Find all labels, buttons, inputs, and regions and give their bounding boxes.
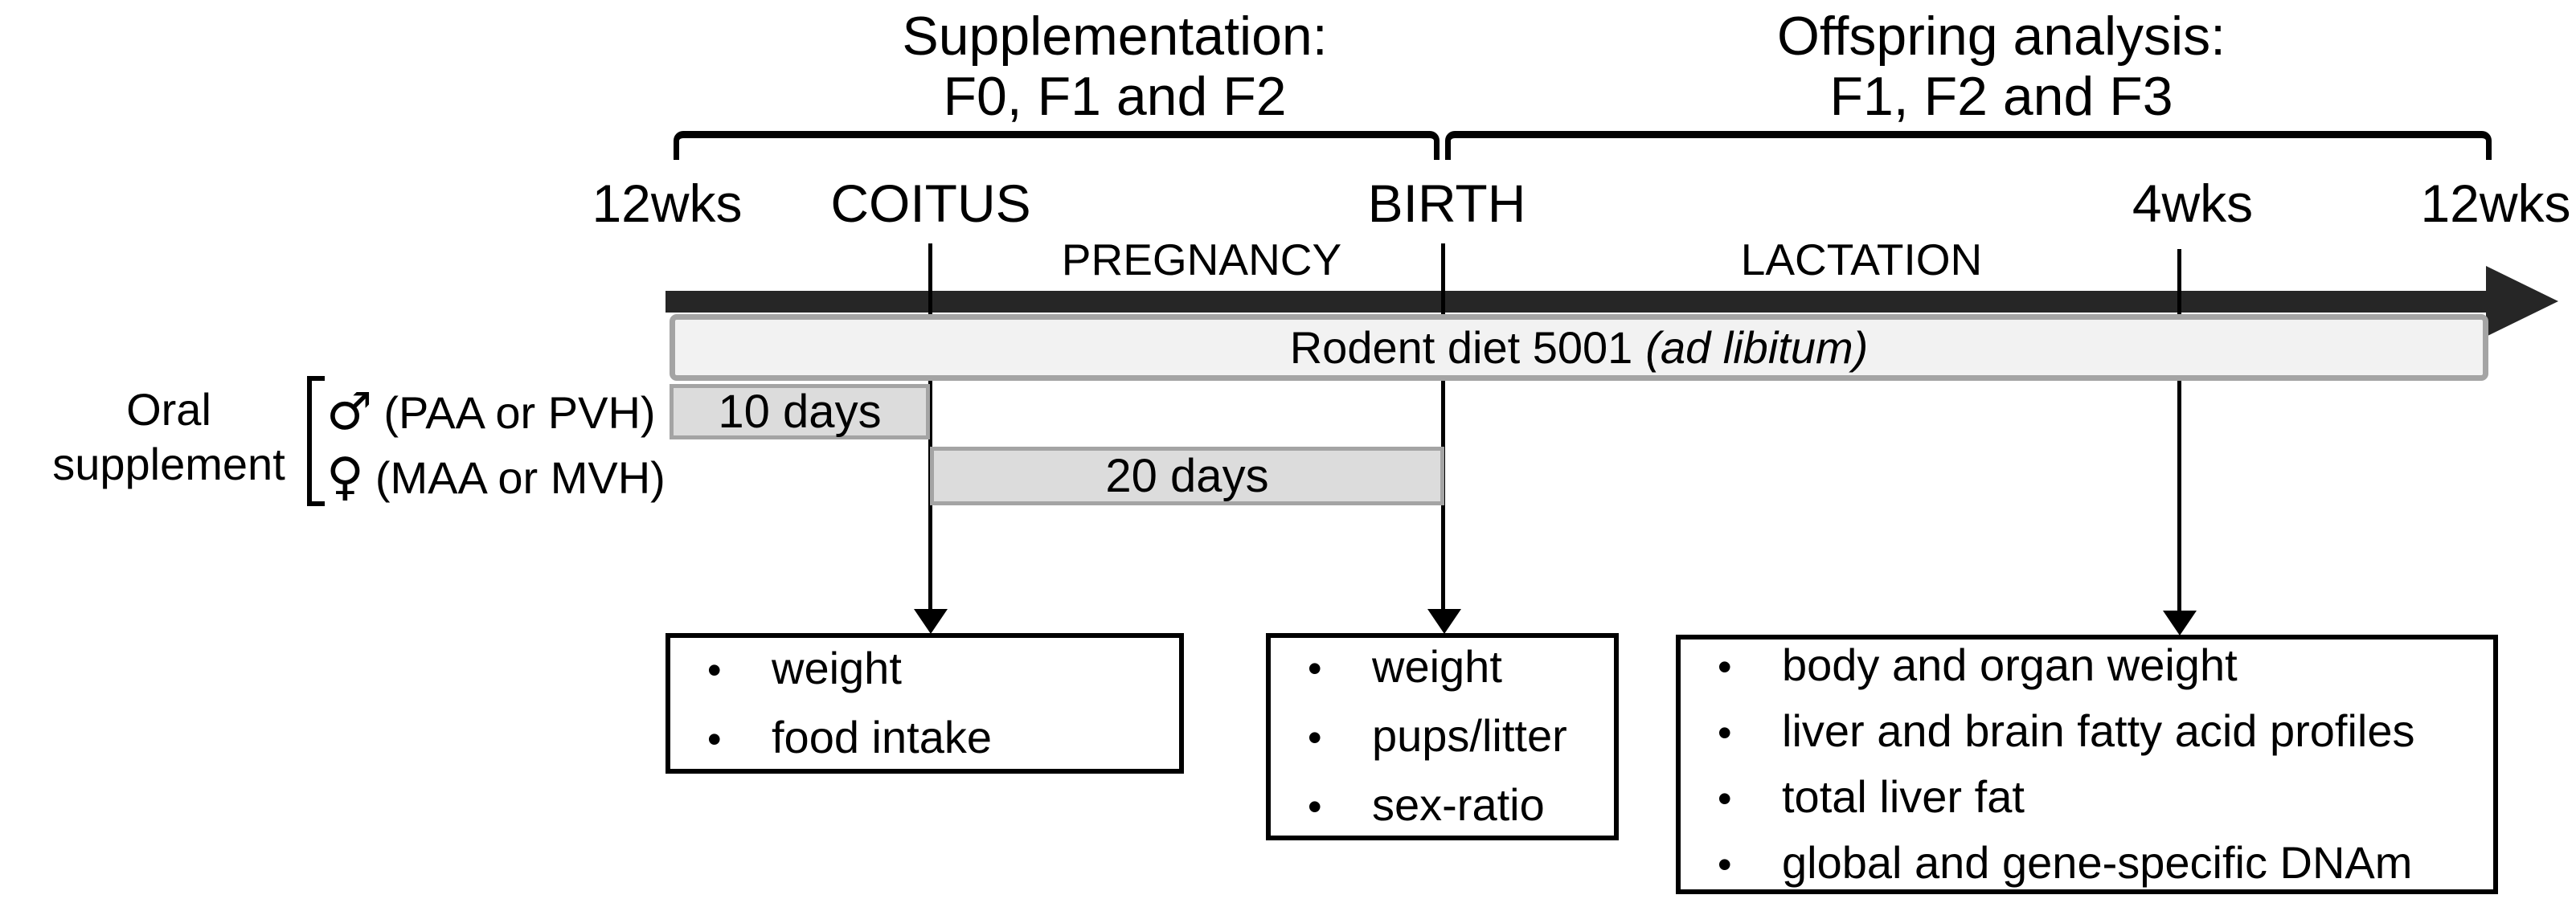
list-item-label: total liver fat <box>1782 770 2025 822</box>
bullet-icon: • <box>1718 775 1732 821</box>
list-item-label: pups/litter <box>1372 710 1567 761</box>
oral-supplement-label: Oral supplement <box>32 382 305 492</box>
list-item: • weight <box>1308 633 1614 702</box>
offspring-analysis-title-line2: F1, F2 and F3 <box>1829 66 2173 127</box>
bullet-icon: • <box>1308 784 1322 829</box>
list-item: • liver and brain fatty acid profiles <box>1718 699 2493 765</box>
list-item-label: sex-ratio <box>1372 779 1545 830</box>
list-item: • sex-ratio <box>1308 771 1614 840</box>
bullet-icon: • <box>1718 644 1732 689</box>
list-item: • pups/litter <box>1308 702 1614 771</box>
ad-libitum-note: (ad libitum) <box>1645 322 1869 373</box>
female-supplement-row: ♀ (MAA or MVH) <box>326 448 666 506</box>
4wks-measurements-box: • body and organ weight • liver and brai… <box>1676 635 2498 894</box>
timepoint-birth: BIRTH <box>1367 174 1526 233</box>
timepoint-coitus: COITUS <box>830 174 1031 233</box>
coitus-measurements-box: • weight • food intake <box>666 633 1184 774</box>
birth-measurements-box: • weight • pups/litter • sex-ratio <box>1266 633 1619 840</box>
4wks-arrow-line <box>2177 249 2181 611</box>
bullet-icon: • <box>1718 841 1732 887</box>
rodent-diet-bar: Rodent diet 5001 (ad libitum) <box>670 314 2488 381</box>
timepoint-4wks: 4wks <box>2132 174 2254 233</box>
list-item-label: weight <box>772 642 902 693</box>
bullet-icon: • <box>1718 709 1732 755</box>
list-item: • global and gene-specific DNAm <box>1718 831 2493 897</box>
list-item-label: global and gene-specific DNAm <box>1782 836 2413 888</box>
rodent-diet-label: Rodent diet 5001 <box>1289 322 1633 373</box>
bullet-icon: • <box>1308 646 1322 691</box>
timeline-arrowhead-icon <box>2486 266 2558 337</box>
coitus-arrow-line <box>928 243 932 609</box>
offspring-analysis-bracket <box>1445 131 2492 160</box>
oral-supplement-group-bracket <box>307 376 325 506</box>
list-item: • total liver fat <box>1718 765 2493 831</box>
supplementation-title-line1: Supplementation: <box>902 6 1328 67</box>
period-pregnancy-label: PREGNANCY <box>1061 235 1342 284</box>
offspring-analysis-title-line1: Offspring analysis: <box>1776 6 2226 67</box>
timepoint-12wks-end: 12wks <box>2420 174 2571 233</box>
male-symbol-icon: ♂ <box>326 382 373 442</box>
bullet-icon: • <box>1308 715 1322 760</box>
4wks-arrowhead-icon <box>2163 611 2197 635</box>
male-supplement-row: ♂ (PAA or PVH) <box>326 382 656 442</box>
female-symbol-icon: ♀ <box>326 447 364 507</box>
list-item: • food intake <box>707 704 1179 773</box>
offspring-analysis-title: Offspring analysis: F1, F2 and F3 <box>1680 6 2323 127</box>
list-item-label: food intake <box>772 711 992 762</box>
list-item-label: body and organ weight <box>1782 639 2238 690</box>
supplementation-title: Supplementation: F0, F1 and F2 <box>793 6 1436 127</box>
birth-arrow-line <box>1441 243 1445 609</box>
period-lactation-label: LACTATION <box>1740 235 1983 284</box>
list-item: • body and organ weight <box>1718 633 2493 699</box>
oral-supplement-label-line2: supplement <box>52 439 285 489</box>
list-item-label: weight <box>1372 641 1502 692</box>
male-supplement-10-days-bar: 10 days <box>670 384 930 439</box>
bullet-icon: • <box>707 716 722 762</box>
male-supplement-duration-label: 10 days <box>718 386 882 438</box>
coitus-arrowhead-icon <box>914 609 948 634</box>
birth-arrowhead-icon <box>1427 609 1461 634</box>
supplementation-title-line2: F0, F1 and F2 <box>943 66 1287 127</box>
oral-supplement-label-line1: Oral <box>126 384 211 435</box>
female-supplement-20-days-bar: 20 days <box>930 447 1444 505</box>
timepoint-12wks-start: 12wks <box>592 174 743 233</box>
supplementation-bracket <box>674 131 1440 160</box>
bullet-icon: • <box>707 647 722 693</box>
list-item-label: liver and brain fatty acid profiles <box>1782 705 2415 756</box>
female-supplement-groups: (MAA or MVH) <box>375 452 666 503</box>
female-supplement-duration-label: 20 days <box>1105 450 1269 502</box>
list-item: • weight <box>707 635 1179 704</box>
male-supplement-groups: (PAA or PVH) <box>383 386 656 438</box>
timeline-bar <box>666 291 2488 313</box>
